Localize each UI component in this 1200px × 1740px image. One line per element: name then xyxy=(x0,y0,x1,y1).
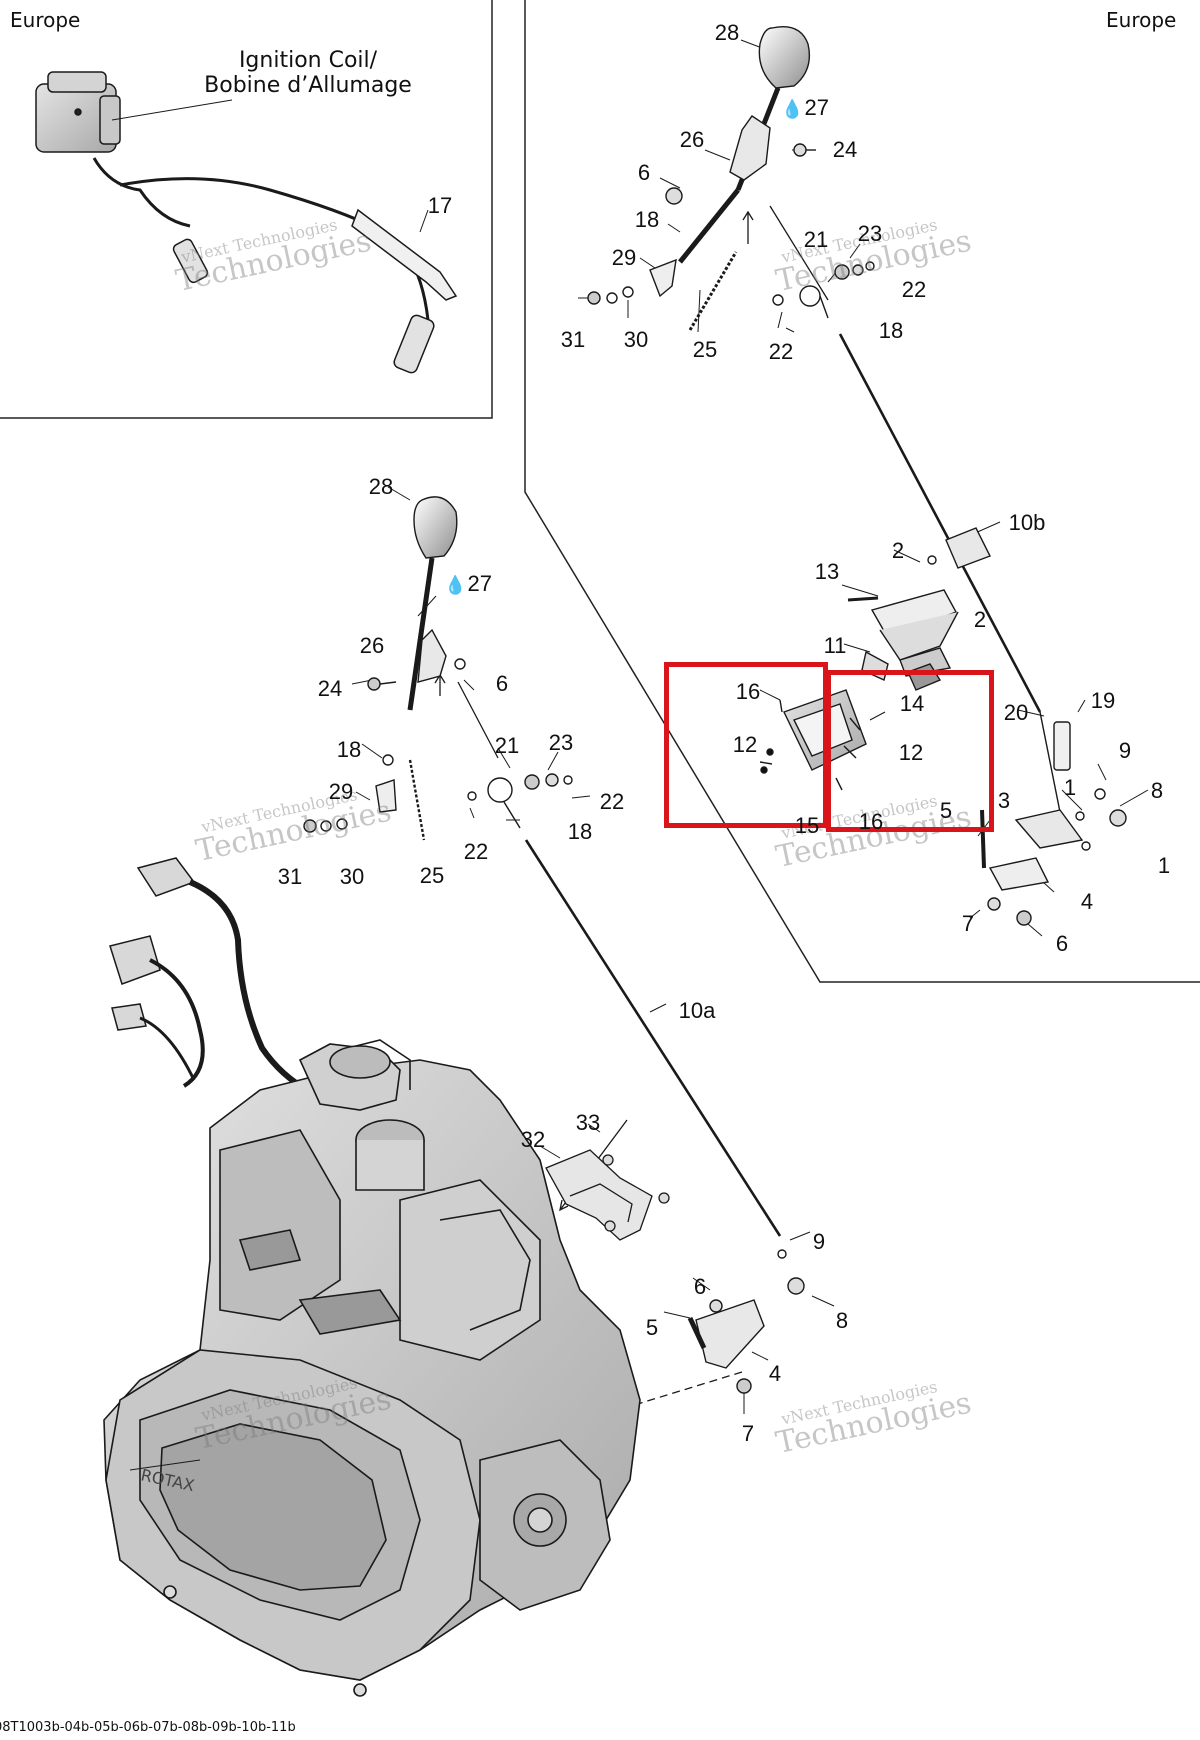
callout-8: 8 xyxy=(1150,778,1164,803)
callout-12: 12 xyxy=(732,732,758,757)
callout-5: 5 xyxy=(645,1315,659,1340)
callout-10b: 10b xyxy=(1008,510,1046,535)
callout-22: 22 xyxy=(463,839,489,864)
callout-5: 5 xyxy=(939,798,953,823)
callout-19: 19 xyxy=(1090,688,1116,713)
caption-line-french: Bobine d’Allumage xyxy=(204,73,412,99)
callout-29: 29 xyxy=(328,779,354,804)
callout-26: 26 xyxy=(679,127,705,152)
callout-1: 1 xyxy=(1157,853,1171,878)
callout-8: 8 xyxy=(835,1308,849,1333)
highlight-box-right xyxy=(826,670,994,832)
callout-25: 25 xyxy=(419,863,445,888)
callout-31: 31 xyxy=(560,327,586,352)
callout-4: 4 xyxy=(768,1361,782,1386)
ignition-coil-illustration xyxy=(35,71,458,374)
callout-10a: 10a xyxy=(678,998,716,1023)
callout-14: 14 xyxy=(899,691,925,716)
callout-28: 28 xyxy=(714,20,740,45)
callout-28: 28 xyxy=(368,474,394,499)
callout-29: 29 xyxy=(611,245,637,270)
callout-26: 26 xyxy=(359,633,385,658)
diagram-reference-code: 08T1003b-04b-05b-06b-07b-08b-09b-10b-11b xyxy=(0,1720,296,1735)
callout-16: 16 xyxy=(858,809,884,834)
callout-31: 31 xyxy=(277,864,303,889)
right-shifter-assembly xyxy=(587,26,1127,926)
callout-6: 6 xyxy=(1055,931,1069,956)
callout-23: 23 xyxy=(548,730,574,755)
callout-21: 21 xyxy=(494,733,520,758)
left-shifter-assembly xyxy=(303,496,805,1394)
callout-21: 21 xyxy=(803,227,829,252)
callout-7: 7 xyxy=(961,911,975,936)
callout-22: 22 xyxy=(901,277,927,302)
engine-illustration xyxy=(103,1039,641,1697)
callout-33: 33 xyxy=(575,1110,601,1135)
callout-2: 2 xyxy=(973,607,987,632)
callout-9: 9 xyxy=(812,1229,826,1254)
callout-18: 18 xyxy=(567,819,593,844)
callout-22: 22 xyxy=(599,789,625,814)
callout-27: 💧27 xyxy=(781,95,829,120)
callout-20: 20 xyxy=(1003,700,1029,725)
callout-7: 7 xyxy=(741,1421,755,1446)
callout-24: 24 xyxy=(832,137,858,162)
callout-23: 23 xyxy=(857,221,883,246)
callout-30: 30 xyxy=(623,327,649,352)
caption-line-english: Ignition Coil/ xyxy=(238,48,378,73)
callout-16: 16 xyxy=(735,679,761,704)
callout-3: 3 xyxy=(997,788,1011,813)
region-label-right: Europe xyxy=(1106,8,1177,32)
highlight-box-left xyxy=(664,662,828,828)
panel-borders xyxy=(0,0,1200,983)
callout-24: 24 xyxy=(317,676,343,701)
callout-18: 18 xyxy=(634,207,660,232)
callout-17: 17 xyxy=(427,193,453,218)
callout-18: 18 xyxy=(878,318,904,343)
callout-18: 18 xyxy=(336,737,362,762)
callout-6: 6 xyxy=(693,1274,707,1299)
callout-30: 30 xyxy=(339,864,365,889)
callout-11: 11 xyxy=(823,633,847,658)
region-label-left: Europe xyxy=(10,8,81,32)
callout-12: 12 xyxy=(898,740,924,765)
callout-27: 💧27 xyxy=(444,571,492,596)
callout-9: 9 xyxy=(1118,738,1132,763)
callout-6: 6 xyxy=(637,160,651,185)
callout-13: 13 xyxy=(814,559,840,584)
callout-22: 22 xyxy=(768,339,794,364)
callout-1: 1 xyxy=(1063,775,1077,800)
engine-bracket-part xyxy=(545,1149,670,1241)
callout-25: 25 xyxy=(692,337,718,362)
callout-6: 6 xyxy=(495,671,509,696)
ignition-coil-caption: Ignition Coil/ Bobine d’Allumage xyxy=(204,48,412,99)
callout-4: 4 xyxy=(1080,889,1094,914)
callout-32: 32 xyxy=(520,1127,546,1152)
callout-15: 15 xyxy=(794,813,820,838)
callout-2: 2 xyxy=(891,538,905,563)
